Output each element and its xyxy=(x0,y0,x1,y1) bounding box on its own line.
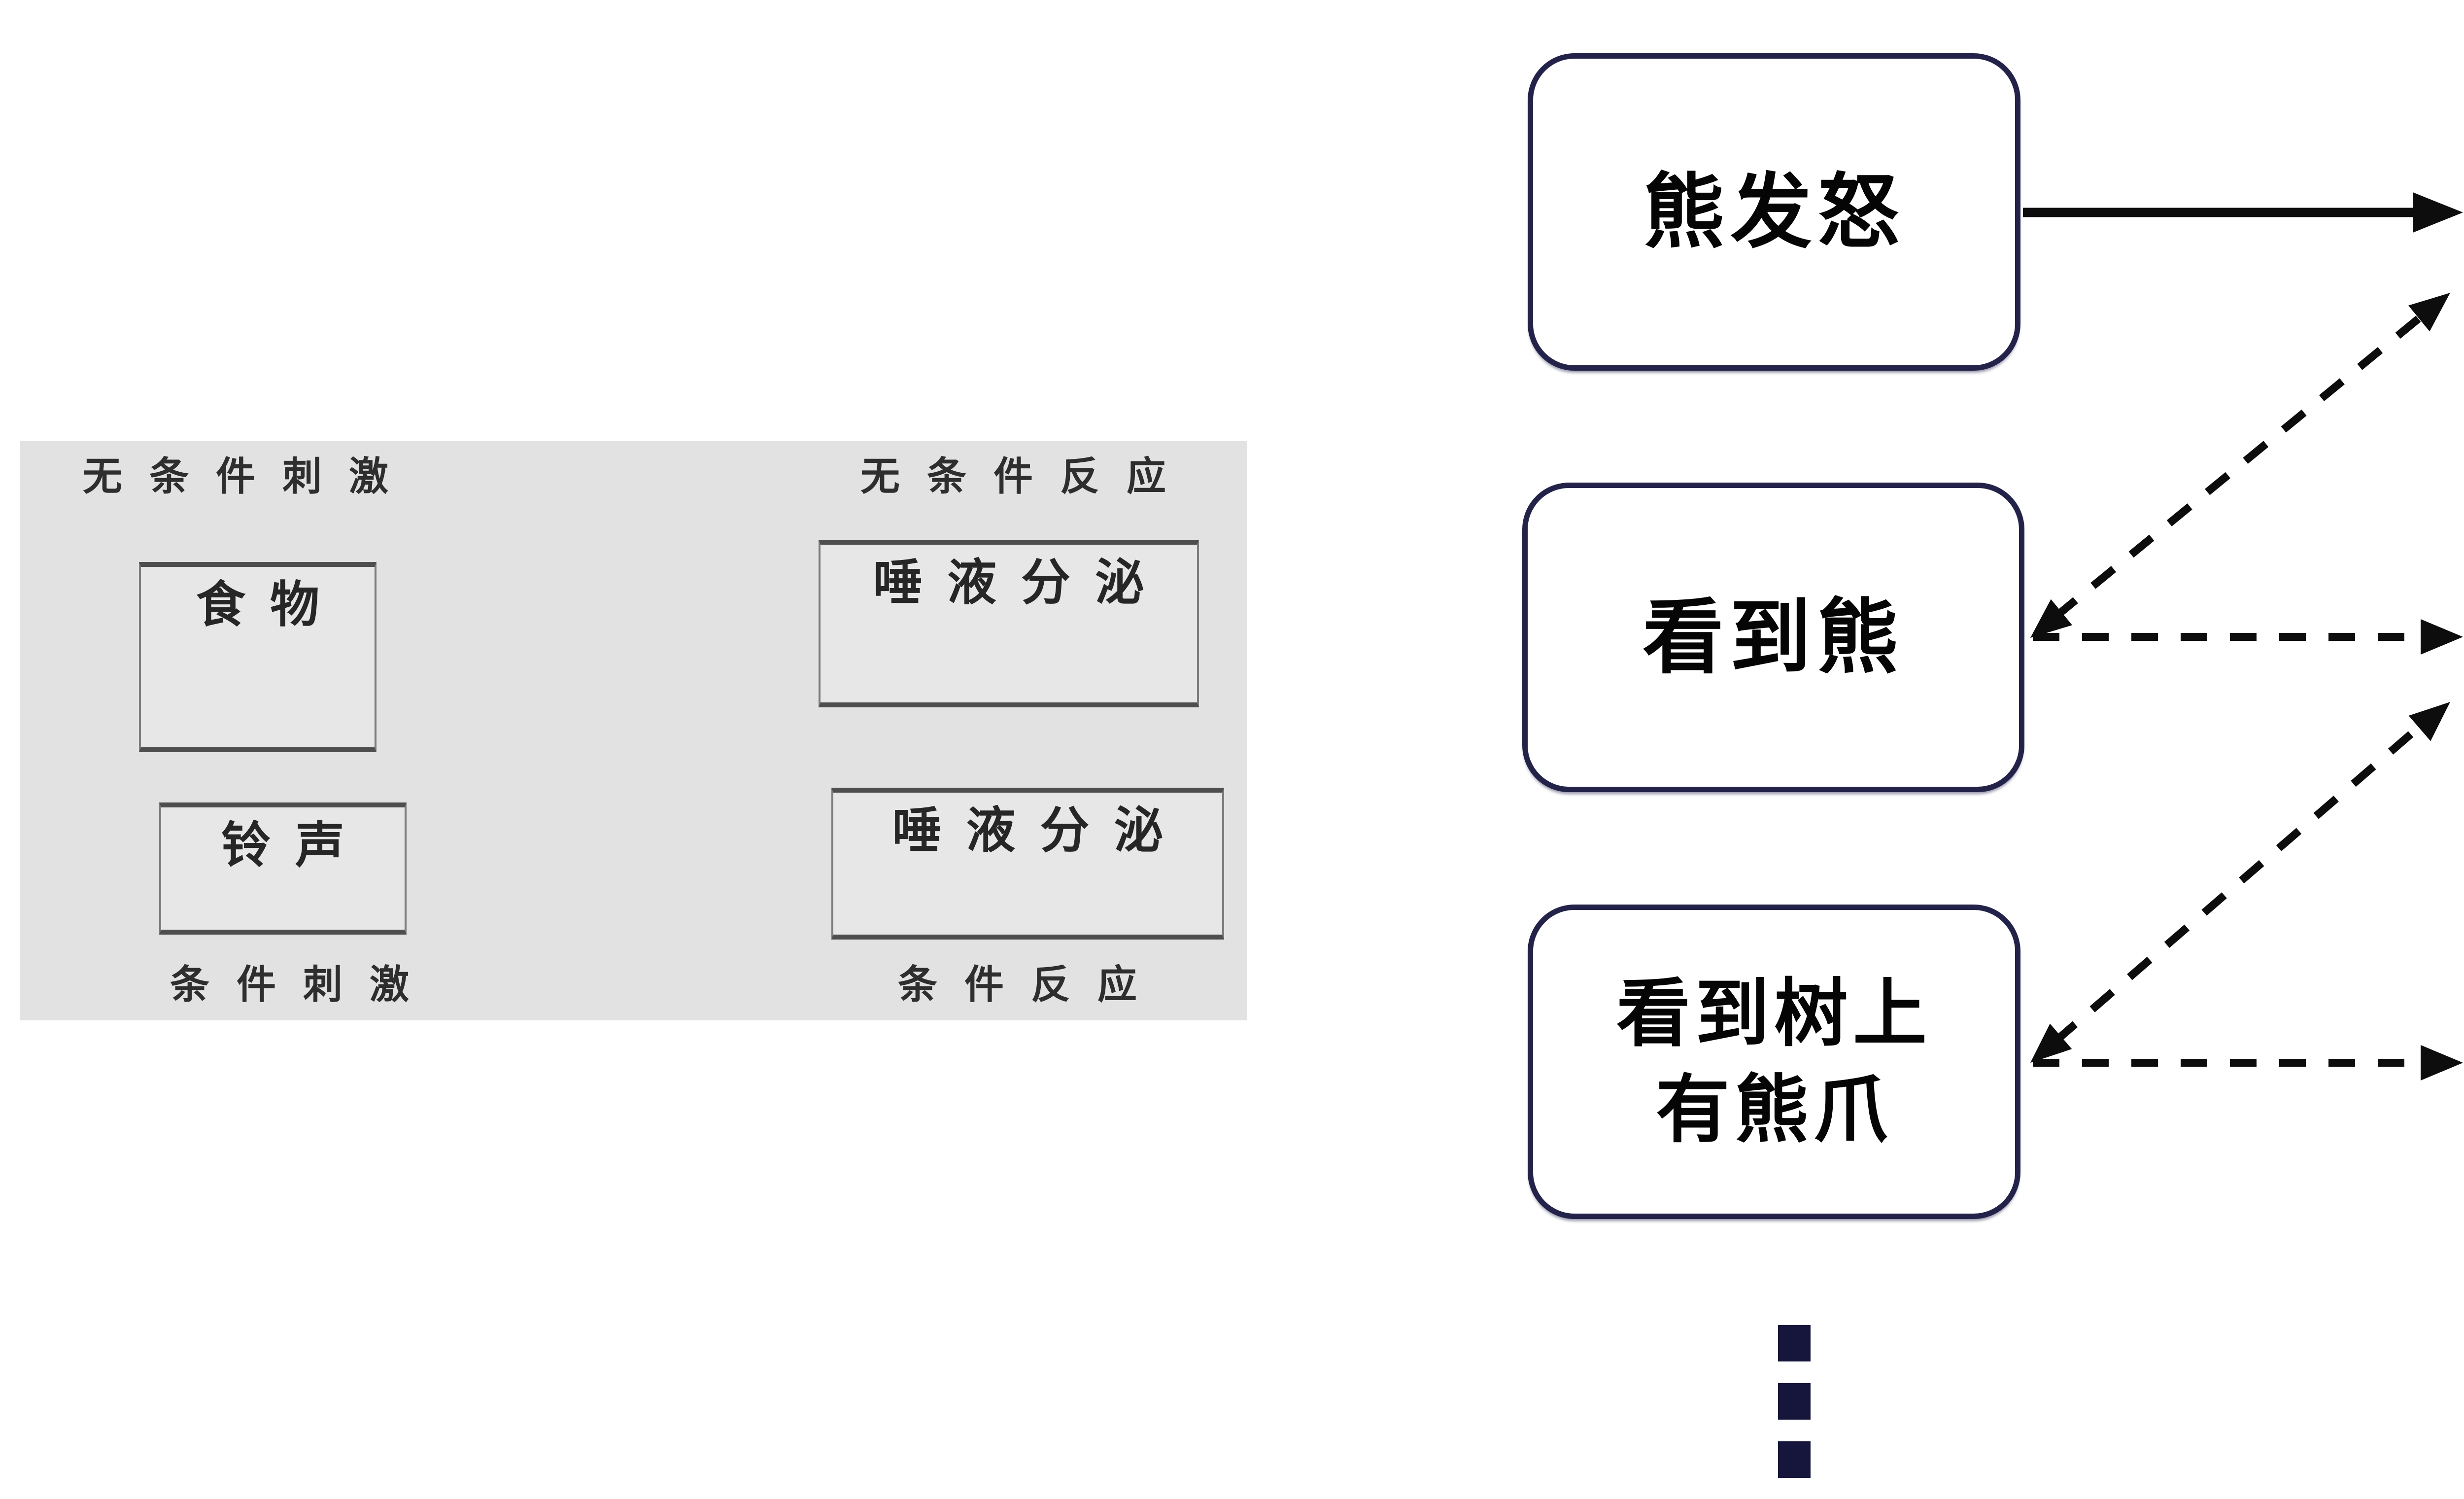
box-bell-label: 铃声 xyxy=(221,818,369,873)
dashed-arrow-see-claws-to-v-s xyxy=(2033,1045,2463,1081)
box-food: 食物 xyxy=(139,562,376,752)
box-saliva-top-label: 唾液分泌 xyxy=(873,555,1169,610)
node-bear-angry: 熊发怒 xyxy=(1528,53,2020,371)
box-saliva-bottom: 唾液分泌 xyxy=(831,788,1224,940)
box-bell: 铃声 xyxy=(159,802,407,935)
ellipsis-left-dot-2 xyxy=(1778,1383,1811,1420)
box-food-label: 食物 xyxy=(196,577,344,632)
dashed-arrow-see-claws-v-s-prime-bidirectional xyxy=(2030,702,2450,1063)
node-see-claws-line1: 看到树上 xyxy=(1616,972,1932,1055)
label-unconditioned-response: 无条件反应 xyxy=(860,454,1193,498)
ellipsis-left-dot-1 xyxy=(1778,1325,1811,1361)
box-saliva-top: 唾液分泌 xyxy=(819,540,1199,707)
ellipsis-left-dot-3 xyxy=(1778,1441,1811,1478)
label-unconditioned-stimulus: 无条件刺激 xyxy=(83,454,415,498)
label-conditioned-response: 条件反应 xyxy=(898,963,1164,1007)
node-see-bear-label: 看到熊 xyxy=(1643,592,1904,683)
node-see-bear: 看到熊 xyxy=(1522,483,2024,792)
solid-arrow-bear-angry-to-reward xyxy=(2023,192,2463,233)
box-saliva-bottom-label: 唾液分泌 xyxy=(892,803,1188,858)
node-bear-angry-label: 熊发怒 xyxy=(1643,166,1905,257)
dashed-arrow-see-bear-reward-bidirectional xyxy=(2030,293,2450,638)
dashed-arrow-see-bear-to-v-s-prime xyxy=(2033,619,2463,655)
node-see-claws-line2: 有熊爪 xyxy=(1655,1068,1892,1151)
label-conditioned-stimulus: 条件刺激 xyxy=(170,963,436,1007)
classical-conditioning-panel: 无条件刺激 无条件反应 食物 唾液分泌 铃声 唾液分泌 条件刺激 条件反应 xyxy=(20,441,1247,1020)
node-see-claws: 看到树上 有熊爪 xyxy=(1528,905,2020,1219)
